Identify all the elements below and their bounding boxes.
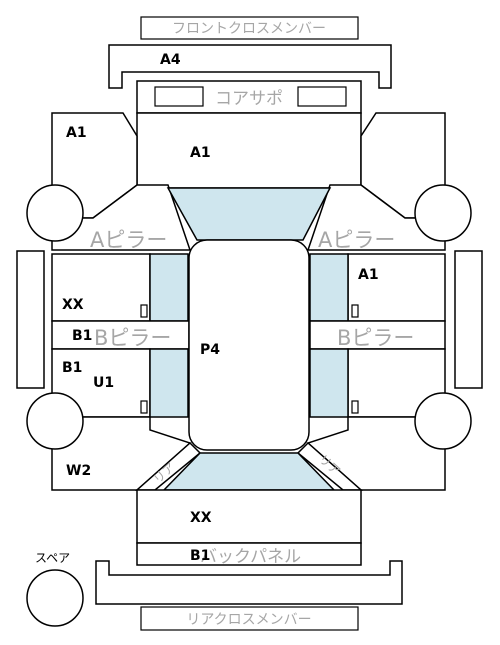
windshield[interactable]	[166, 187, 332, 241]
front-right-door[interactable]	[347, 253, 446, 322]
rear-left-wheel[interactable]	[26, 392, 84, 450]
back-panel[interactable]	[136, 542, 362, 566]
hood[interactable]	[136, 112, 362, 189]
spare-tire-label: スペア	[35, 551, 70, 565]
rear-right-wheel[interactable]	[414, 392, 472, 450]
left-side-sill[interactable]	[16, 250, 45, 389]
hood-code: A1	[190, 145, 211, 161]
rear-left-door-window[interactable]	[149, 348, 189, 418]
right-a-pillar-label: Aピラー	[318, 228, 395, 252]
front-left-fender-code: A1	[66, 125, 87, 141]
front-bumper[interactable]	[108, 44, 392, 89]
front-cross-member-panel[interactable]	[140, 16, 359, 40]
right-side-sill[interactable]	[454, 250, 483, 389]
rear-bumper[interactable]	[95, 560, 403, 605]
right-headlight[interactable]	[297, 86, 347, 107]
front-bumper-code: A4	[160, 52, 181, 68]
rear-right-door-window[interactable]	[309, 348, 349, 418]
front-left-wheel[interactable]	[26, 184, 84, 242]
rear-left-door-code-2: U1	[93, 375, 114, 391]
left-a-pillar-label: Aピラー	[90, 228, 167, 252]
front-left-door-window[interactable]	[149, 253, 189, 322]
roof[interactable]	[188, 239, 310, 451]
right-a-pillar[interactable]	[306, 184, 446, 251]
right-b-pillar-label: Bピラー	[337, 326, 414, 350]
front-right-door-handle[interactable]	[351, 304, 359, 318]
rear-cross-member-panel[interactable]	[140, 606, 359, 631]
right-b-pillar[interactable]	[309, 320, 446, 350]
spare-tire[interactable]	[26, 569, 84, 627]
front-left-door-code: XX	[62, 297, 84, 313]
roof-code: P4	[200, 342, 220, 358]
front-right-door-window[interactable]	[309, 253, 349, 322]
rear-left-quarter-code: W2	[66, 463, 91, 479]
trunk-lid[interactable]	[136, 489, 362, 544]
left-b-pillar-code: B1	[72, 328, 92, 344]
radiator-support-label: コアサポ	[215, 89, 283, 109]
rear-left-door-handle[interactable]	[140, 400, 148, 414]
rear-left-door-code-1: B1	[62, 360, 82, 376]
front-right-door-code: A1	[358, 267, 379, 283]
trunk-code: XX	[190, 510, 212, 526]
rear-cross-member-label: リアクロスメンバー	[186, 612, 311, 628]
back-panel-label: バックパネル	[200, 547, 301, 567]
front-right-wheel[interactable]	[414, 184, 472, 242]
front-left-door-handle[interactable]	[140, 304, 148, 318]
rear-bumper-code: B1	[190, 548, 210, 564]
left-headlight[interactable]	[154, 86, 204, 107]
front-cross-member-label: フロントクロスメンバー	[172, 21, 326, 37]
rear-right-door-handle[interactable]	[351, 400, 359, 414]
left-b-pillar-label: Bピラー	[94, 326, 171, 350]
left-b-pillar[interactable]	[51, 320, 190, 350]
left-a-pillar[interactable]	[51, 184, 192, 251]
